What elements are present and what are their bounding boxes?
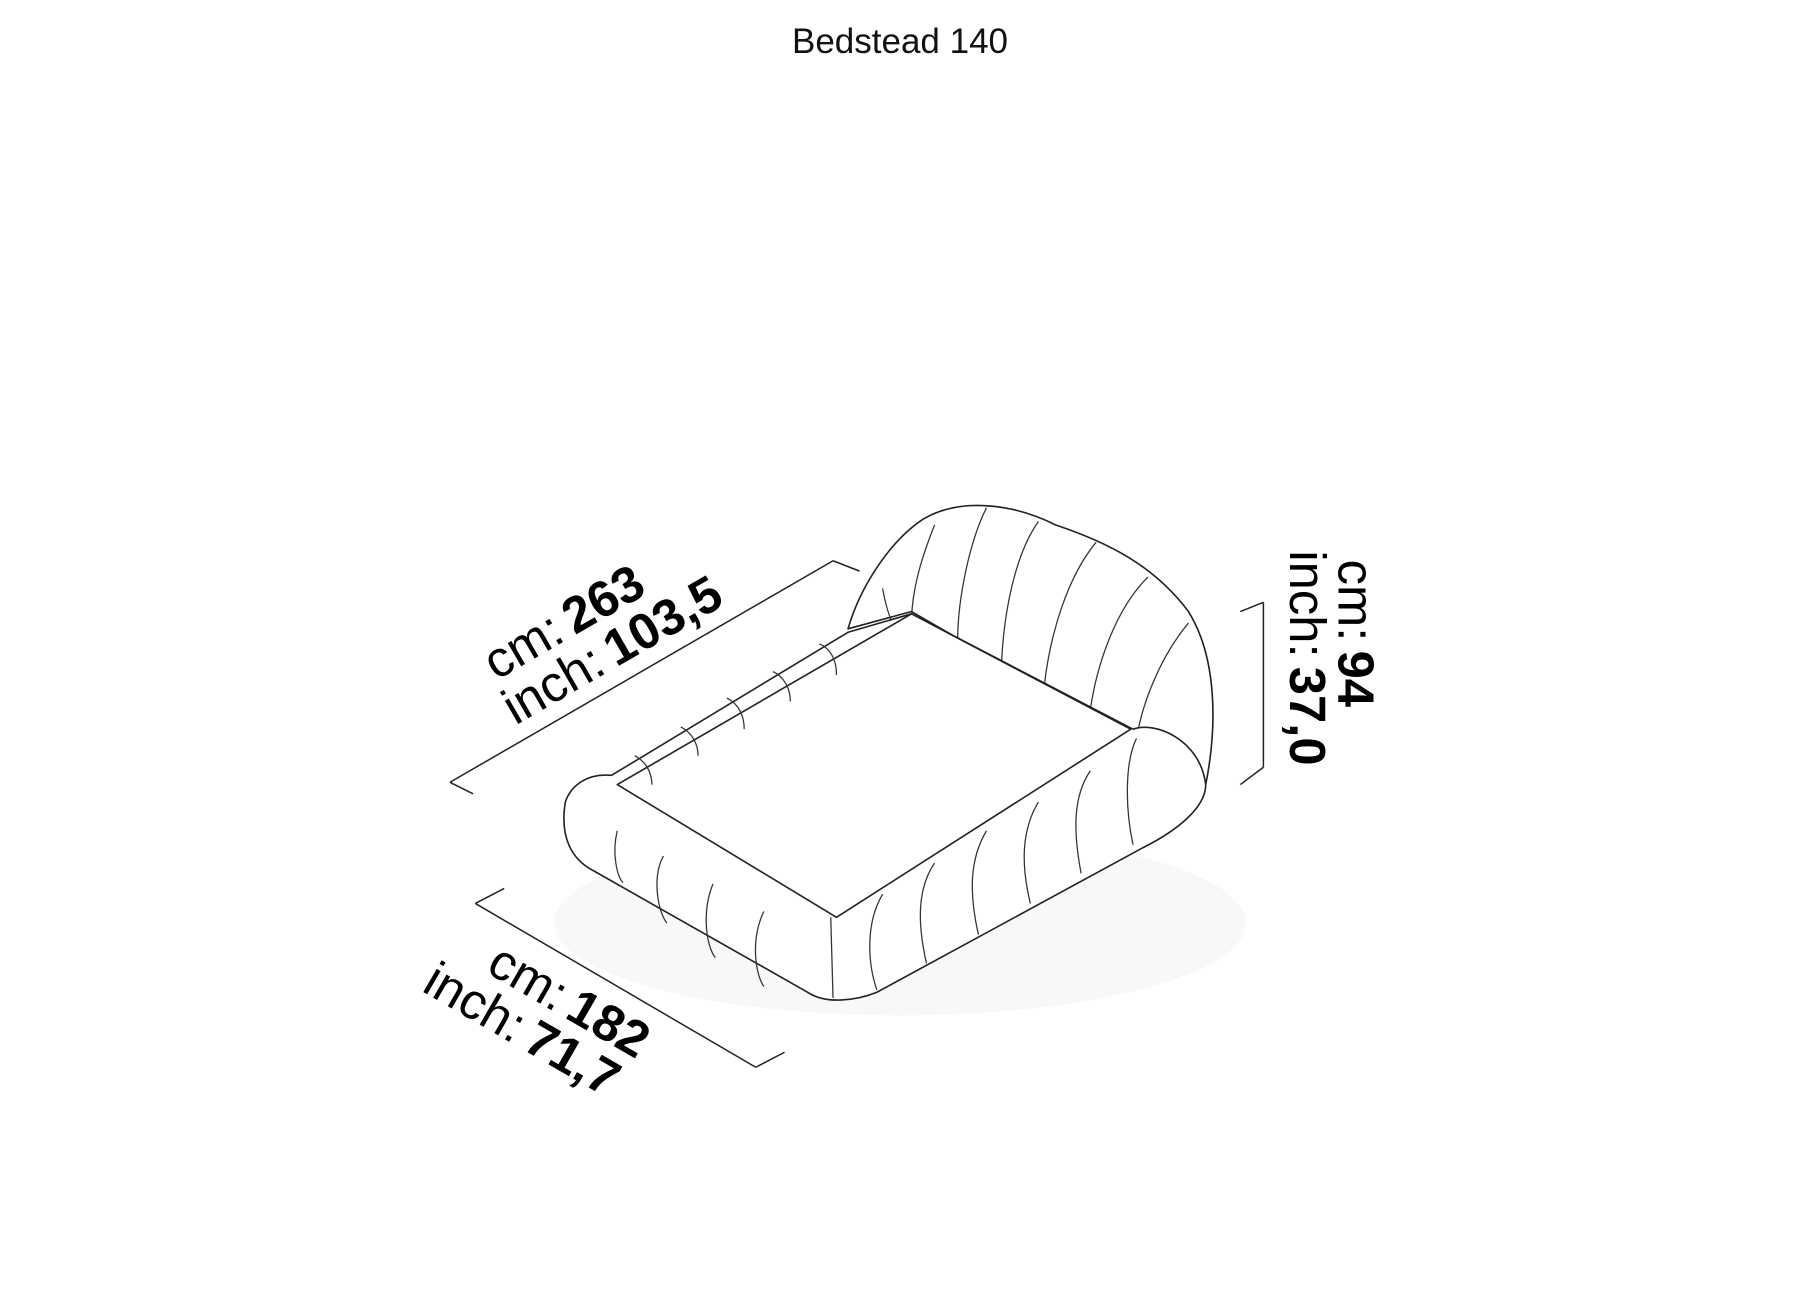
height-cm-label: cm: <box>1327 560 1384 642</box>
svg-text:inch:37,0: inch: 37,0 <box>1279 550 1336 765</box>
height-inch-value: 37,0 <box>1279 667 1336 766</box>
height-inch-label: inch: <box>1279 550 1336 657</box>
height-dimension: cm: 94 inch: 37,0 <box>1239 550 1384 786</box>
svg-text:cm:94: cm: 94 <box>1327 560 1384 707</box>
length-dimension-line <box>449 560 860 795</box>
width-dimension-line <box>474 887 785 1068</box>
product-title: Bedstead 140 <box>791 22 1008 61</box>
height-dimension-line <box>1239 601 1265 786</box>
height-cm-value: 94 <box>1327 651 1384 707</box>
bed-illustration <box>553 504 1247 1016</box>
